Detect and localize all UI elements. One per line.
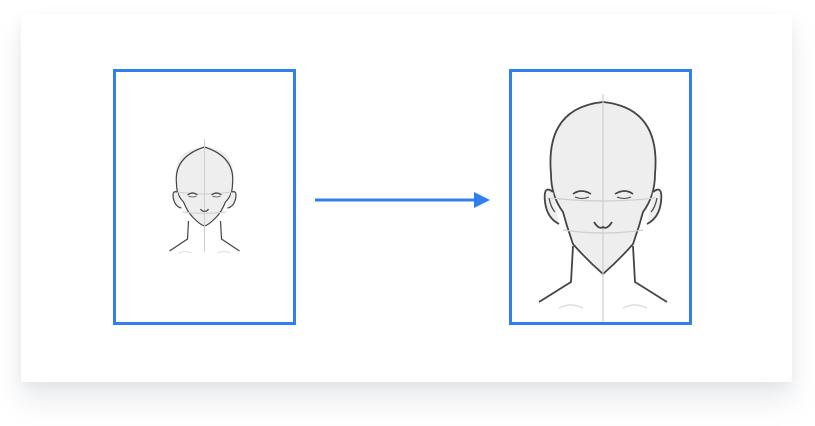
result-photo-frame: [509, 69, 692, 325]
large-face-sketch: [538, 94, 668, 322]
small-face-sketch: [169, 139, 240, 254]
transform-arrow: [315, 192, 490, 208]
source-photo-frame: [113, 69, 296, 325]
